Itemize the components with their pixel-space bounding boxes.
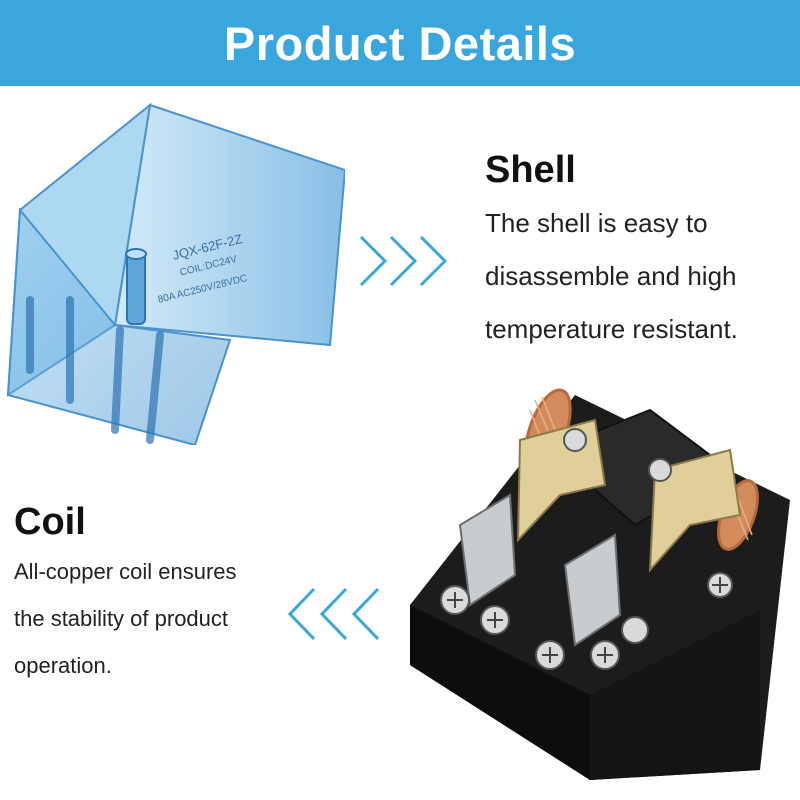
coil-heading: Coil xyxy=(14,501,86,543)
coil-description-line: operation. xyxy=(14,653,112,678)
chevrons-left-icon xyxy=(287,587,380,641)
coil-description-line: All-copper coil ensures xyxy=(14,559,237,584)
shell-description-line: temperature resistant. xyxy=(485,314,738,344)
relay-shell-image: JQX-62F-2Z COIL:DC24V 80A AC250V/28VDC xyxy=(6,102,345,445)
chevrons-right-icon xyxy=(359,235,448,287)
shell-description-line: The shell is easy to xyxy=(485,208,708,238)
relay-coil-image xyxy=(410,388,790,780)
shell-description-block: Shell The shell is easy to disassemble a… xyxy=(485,148,795,356)
coil-description-line: the stability of product xyxy=(14,606,229,631)
page-title-banner: Product Details xyxy=(0,0,800,86)
shell-description: The shell is easy to disassemble and hig… xyxy=(485,197,795,356)
shell-description-line: disassemble and high xyxy=(485,261,737,291)
coil-description: All-copper coil ensures the stability of… xyxy=(14,548,344,689)
page-title: Product Details xyxy=(223,16,577,70)
shell-heading: Shell xyxy=(485,149,576,191)
coil-description-block: Coil All-copper coil ensures the stabili… xyxy=(14,500,344,689)
